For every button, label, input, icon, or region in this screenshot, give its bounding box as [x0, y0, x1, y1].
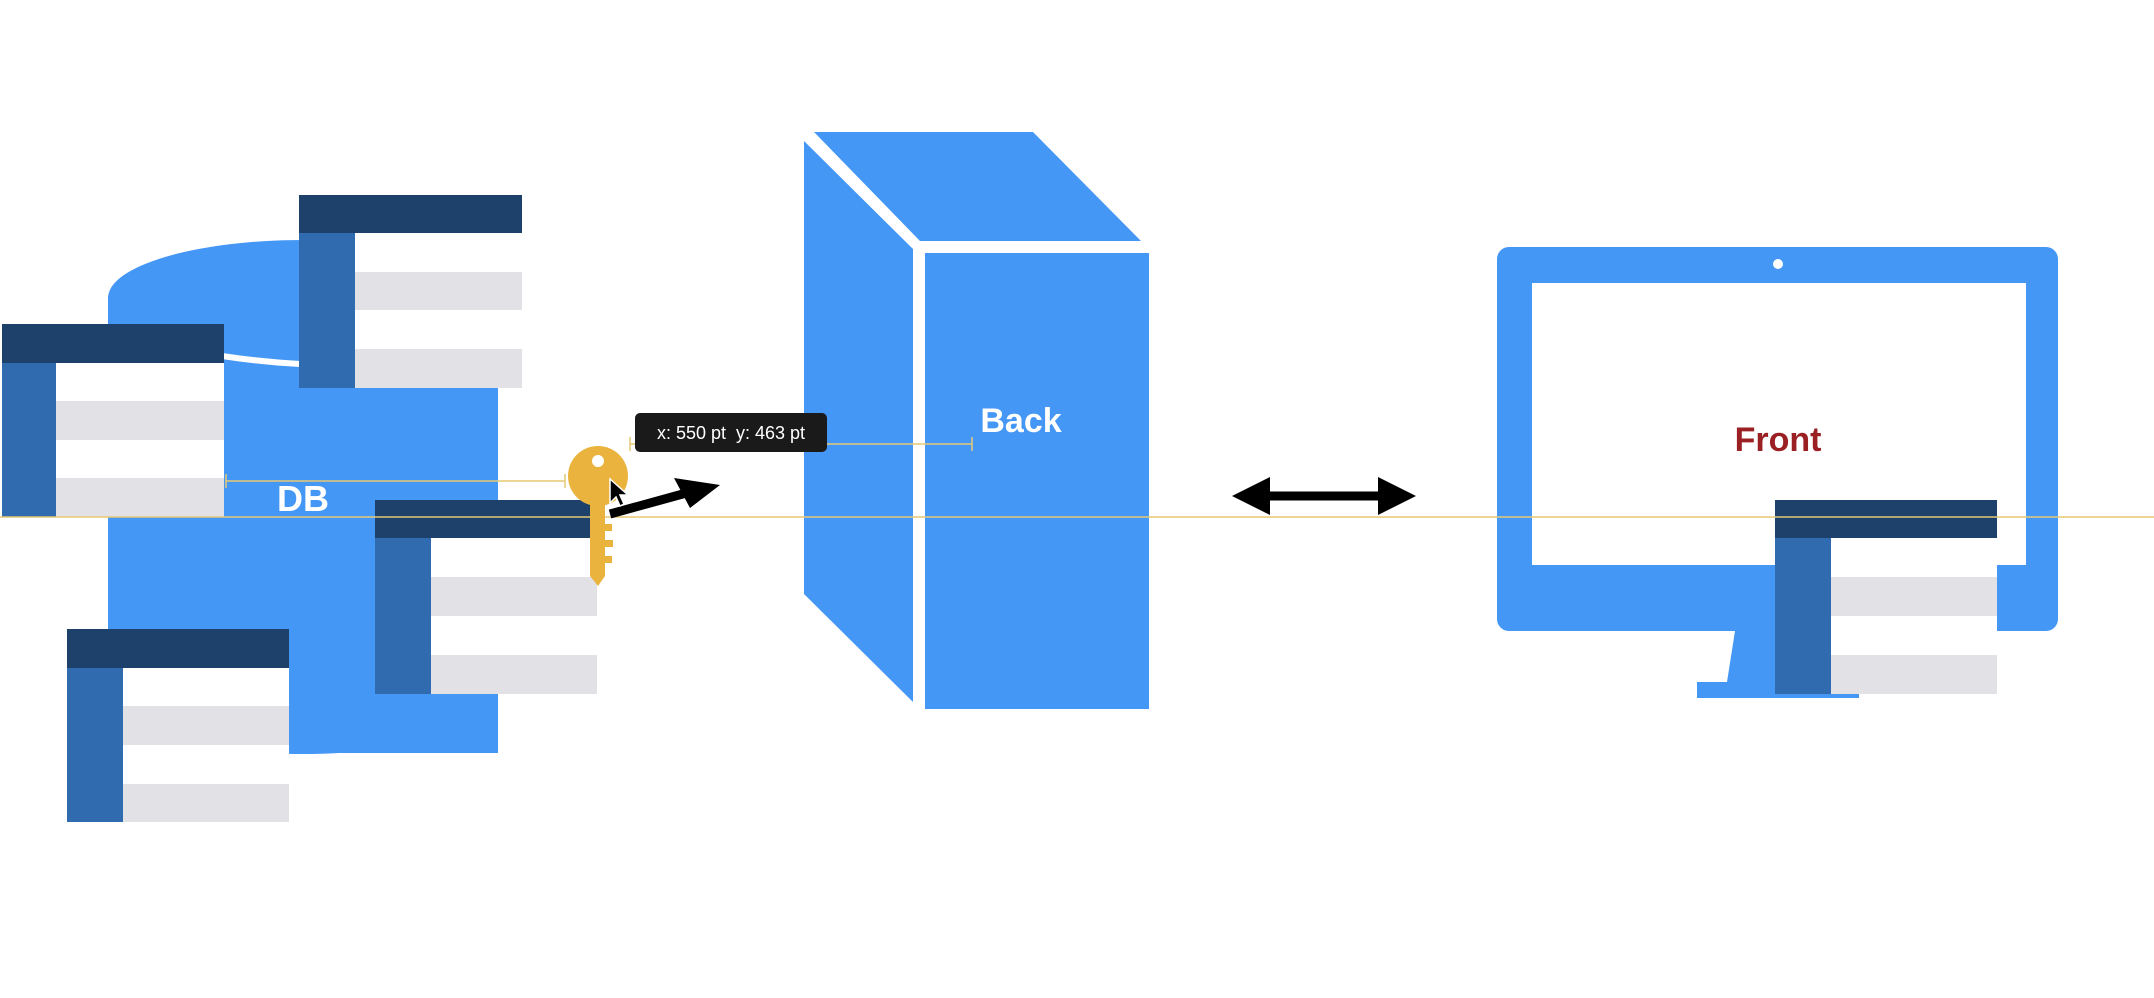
server-side-face — [804, 141, 913, 702]
key-tooth — [605, 524, 612, 531]
db-table-2 — [2, 324, 224, 517]
tooltip-background — [635, 413, 827, 452]
server-box — [804, 132, 1149, 709]
back-label: Back — [980, 402, 1061, 440]
key-tip — [590, 576, 605, 586]
double-arrow-icon — [1232, 477, 1416, 515]
db-table-3 — [375, 500, 597, 694]
arrow-head — [674, 478, 720, 508]
tooltip-text: x: 550 pt y: 463 pt — [657, 423, 805, 443]
server-top-face — [814, 132, 1141, 241]
table-row — [56, 478, 224, 517]
table-sidebar — [2, 363, 56, 517]
table-row — [1831, 655, 1997, 694]
key-tooth — [605, 556, 612, 563]
table-sidebar — [299, 233, 355, 388]
table-header — [375, 500, 597, 538]
key-hole — [592, 455, 604, 467]
monitor-camera — [1773, 259, 1783, 269]
arrow-shaft — [608, 487, 692, 519]
table-row — [56, 401, 224, 440]
coordinate-tooltip: x: 550 pt y: 463 pt — [635, 413, 827, 452]
table-header — [1775, 500, 1997, 538]
table-header — [2, 324, 224, 363]
table-row — [355, 272, 522, 310]
table-header — [299, 195, 522, 233]
front-label: Front — [1735, 421, 1822, 459]
table-sidebar — [375, 538, 431, 694]
front-table — [1775, 500, 1997, 694]
table-sidebar — [67, 668, 123, 822]
table-header — [67, 629, 289, 668]
table-row — [431, 577, 597, 616]
cylinder-rim — [221, 353, 301, 367]
table-row — [1831, 577, 1997, 616]
double-arrow-head-right — [1378, 477, 1416, 515]
table-row — [431, 655, 597, 694]
db-table-1 — [299, 195, 522, 388]
key-shaft — [590, 500, 605, 576]
db-label: DB — [277, 478, 329, 519]
db-table-4 — [67, 629, 289, 822]
table-row — [123, 784, 289, 822]
key-tooth — [605, 540, 613, 547]
table-row — [355, 349, 522, 388]
table-sidebar — [1775, 538, 1831, 694]
double-arrow-head-left — [1232, 477, 1270, 515]
cursor-icon — [609, 477, 630, 508]
server-front-face — [925, 253, 1149, 709]
arrow-right-icon — [608, 478, 720, 519]
table-row — [123, 706, 289, 745]
cursor-arrow — [609, 477, 630, 508]
